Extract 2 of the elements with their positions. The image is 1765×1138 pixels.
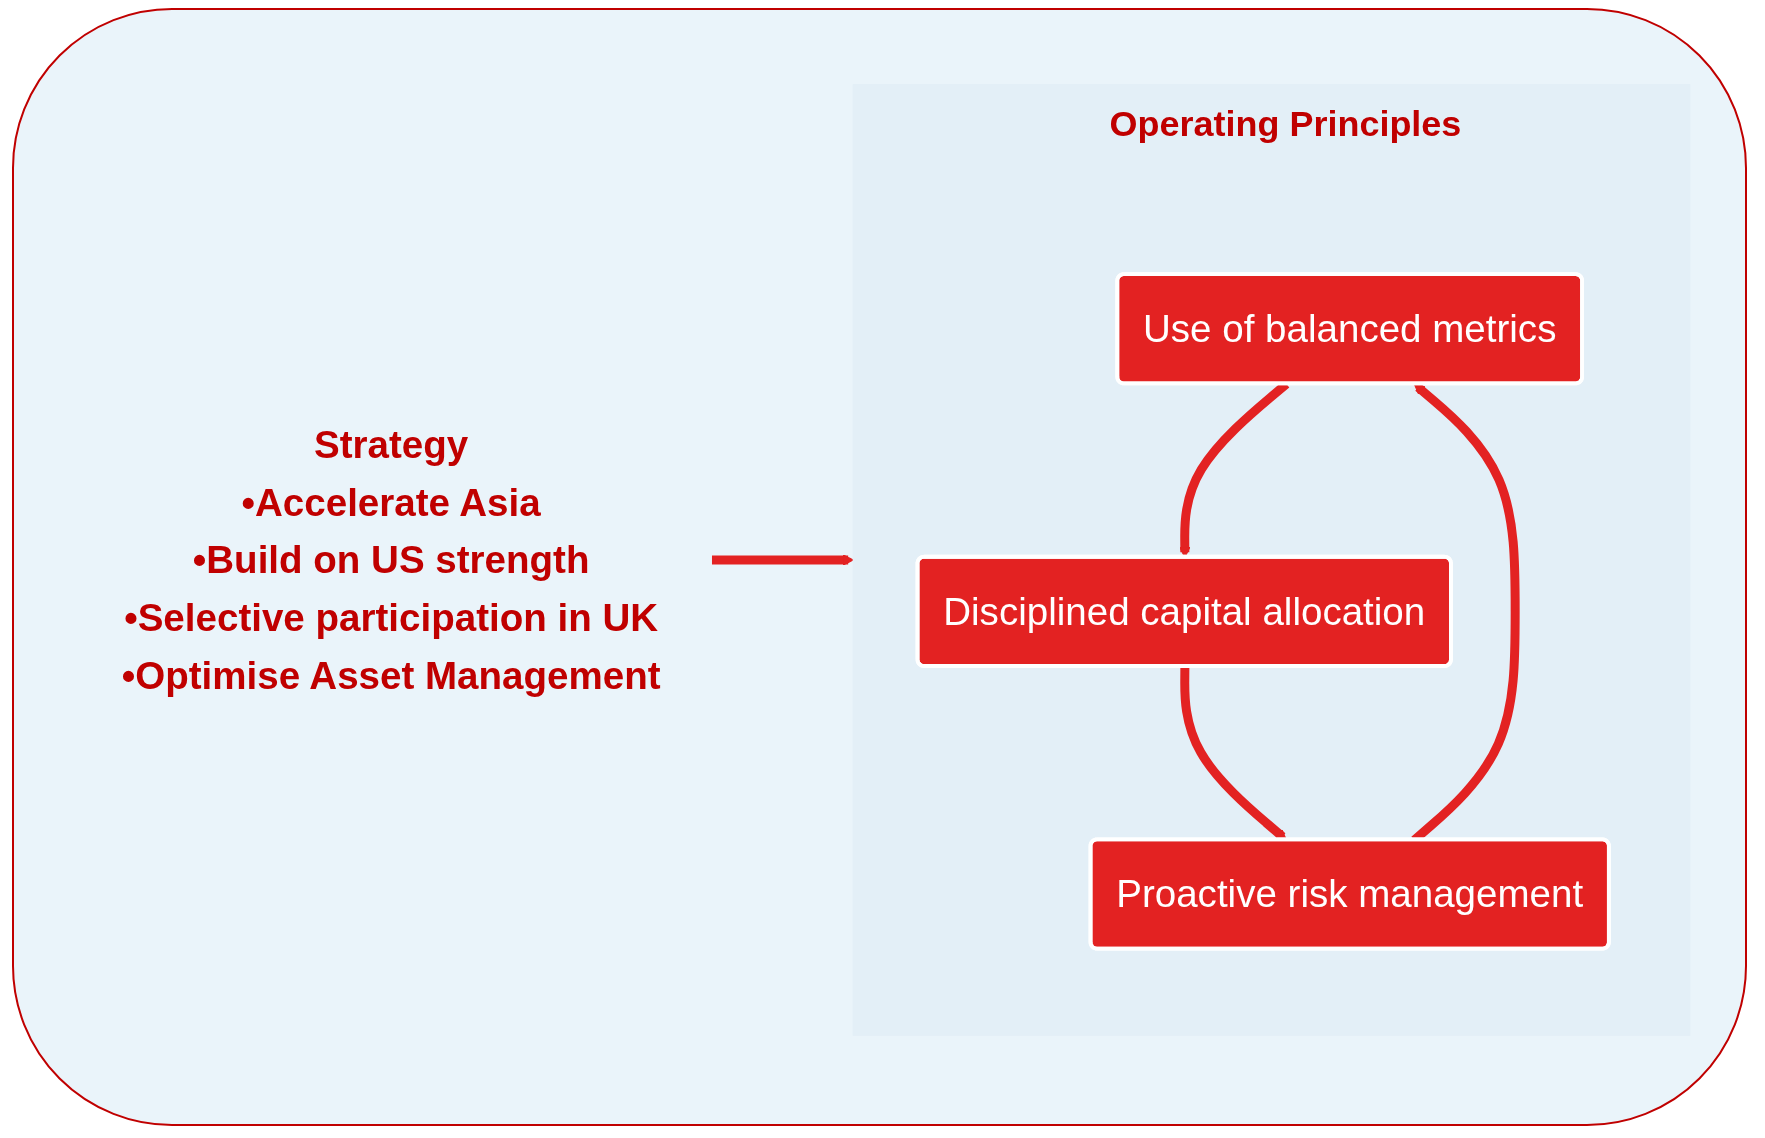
node-text: Strategy •Accelerate Asia •Build on US strength •Selective participation in UK •Optimise Asset Management xyxy=(121,423,661,697)
arrow xyxy=(712,554,854,566)
